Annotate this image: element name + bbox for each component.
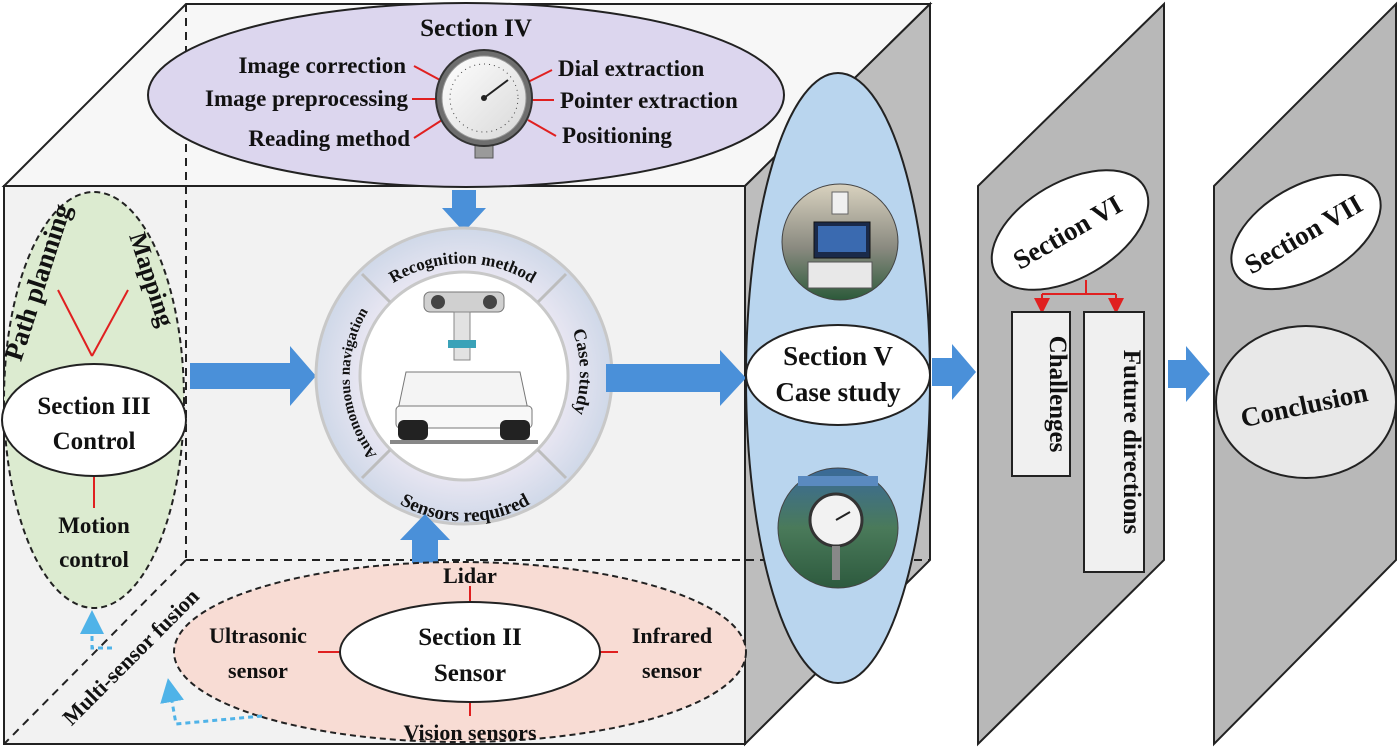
label-challenges: Challenges bbox=[1044, 336, 1071, 453]
fusion-arrows bbox=[80, 610, 263, 726]
arrow-down-from-section-4 bbox=[442, 190, 486, 232]
section-6-ellipse bbox=[990, 169, 1150, 291]
label-dial-extraction: Dial extraction bbox=[558, 56, 704, 81]
future-directions-box bbox=[1083, 311, 1145, 573]
section-5-subtitle: Case study bbox=[775, 377, 901, 407]
section-7-ellipse bbox=[1230, 173, 1382, 291]
arrow-right-to-section-5 bbox=[606, 350, 746, 406]
label-infrared: Infrared bbox=[632, 623, 712, 648]
label-ultrasonic: Ultrasonic bbox=[209, 623, 307, 648]
section-2-title: Section II bbox=[418, 624, 521, 651]
label-vision-sensors: Vision sensors bbox=[403, 720, 536, 745]
label-image-correction: Image correction bbox=[238, 53, 406, 78]
section-5-center bbox=[745, 324, 931, 426]
section-7-panel: Section VII Conclusion bbox=[1213, 1, 1397, 747]
arrow-right-to-section-6 bbox=[932, 344, 976, 400]
section-4-group: Section IV Image correction Image prepro… bbox=[147, 2, 785, 188]
label-positioning: Positioning bbox=[562, 123, 672, 148]
robot-icon bbox=[390, 291, 538, 444]
center-wheel: Recognition method Sensors required Auto… bbox=[314, 226, 614, 527]
section-4-title: Section IV bbox=[420, 15, 532, 42]
section-5-title: Section V bbox=[783, 341, 893, 371]
pressure-gauge-icon bbox=[435, 49, 533, 159]
label-pointer-extraction: Pointer extraction bbox=[560, 88, 738, 113]
section-2-group: Section II Sensor Lidar Ultrasonic senso… bbox=[173, 561, 747, 745]
conclusion-ellipse bbox=[1215, 325, 1397, 479]
photo-inspection-robot bbox=[781, 183, 899, 301]
label-reading-method: Reading method bbox=[248, 126, 410, 151]
section-3-title: Section III bbox=[37, 393, 150, 420]
label-infrared-sensor: sensor bbox=[642, 658, 702, 683]
section-5-group: Section V Case study bbox=[745, 72, 931, 684]
label-ultrasonic-sensor: sensor bbox=[228, 658, 288, 683]
arrow-right-to-section-7 bbox=[1168, 346, 1210, 402]
photo-pressure-gauge bbox=[777, 467, 899, 589]
label-control: control bbox=[59, 547, 129, 572]
label-lidar: Lidar bbox=[443, 563, 497, 588]
label-image-preprocessing: Image preprocessing bbox=[205, 86, 408, 111]
arrow-right-from-section-3 bbox=[190, 346, 316, 406]
section-3-center bbox=[1, 363, 187, 477]
section-6-panel: Section VI Challenges Future directions bbox=[977, 1, 1165, 747]
label-future-directions: Future directions bbox=[1118, 350, 1145, 535]
section-2-subtitle: Sensor bbox=[434, 660, 506, 687]
section-2-center bbox=[339, 601, 601, 703]
section-3-group: Path planning Mapping Section III Contro… bbox=[0, 191, 187, 609]
label-motion: Motion bbox=[58, 513, 130, 538]
section-3-subtitle: Control bbox=[53, 428, 136, 455]
challenges-box bbox=[1011, 311, 1071, 477]
